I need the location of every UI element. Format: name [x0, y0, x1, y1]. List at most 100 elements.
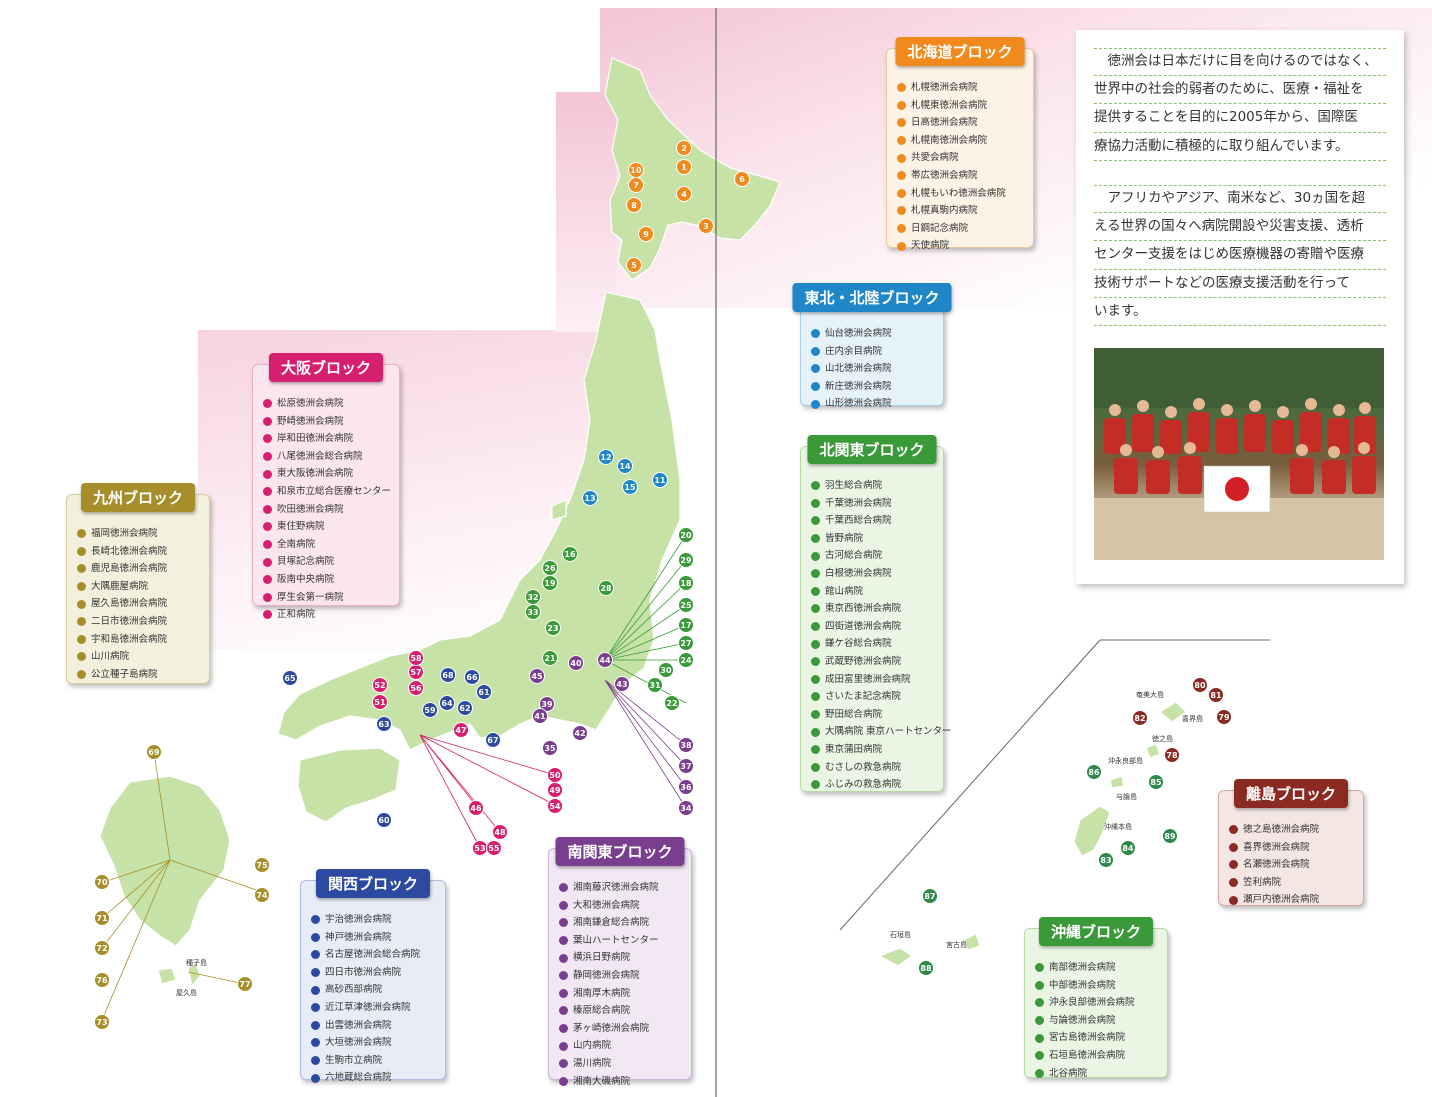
- map-marker-30: 30: [658, 662, 674, 678]
- number-marker-icon: [897, 241, 906, 251]
- map-marker-59: 59: [422, 702, 438, 718]
- number-marker-icon: [311, 1056, 320, 1066]
- map-marker-number: 53: [474, 844, 485, 853]
- hospital-list-item: 吹田徳洲会病院: [263, 501, 389, 519]
- map-marker-number: 12: [600, 453, 611, 462]
- hospital-list-item: 二日市徳洲会病院: [77, 613, 199, 631]
- map-marker-number: 83: [1100, 856, 1111, 865]
- number-marker-icon: [559, 936, 568, 946]
- hospital-name: 厚生会第一病院: [277, 591, 344, 603]
- map-marker-6: 6: [734, 171, 750, 187]
- hospital-name: ふじみの救急病院: [825, 779, 902, 791]
- hospital-name: 四街道徳洲会病院: [825, 620, 902, 632]
- map-marker-number: 70: [96, 878, 108, 887]
- map-marker-number: 34: [680, 804, 692, 813]
- leader-line-kyushu: [101, 751, 263, 1021]
- map-marker-10: 10: [628, 162, 644, 178]
- map-marker-number: 5: [631, 261, 637, 270]
- map-marker-number: 10: [630, 166, 642, 175]
- number-marker-icon: [263, 452, 272, 462]
- hospital-name: 札幌もいわ徳洲会病院: [911, 187, 1006, 199]
- number-marker-icon: [77, 529, 86, 539]
- map-marker-number: 71: [96, 914, 108, 923]
- label-miyako: 宮古島: [946, 941, 967, 949]
- hospital-list-item: 新庄徳洲会病院: [811, 378, 933, 396]
- map-marker-77: 77: [237, 976, 253, 992]
- map-marker-circle: [626, 197, 642, 213]
- map-marker-21: 21: [542, 650, 558, 666]
- hospital-name: 松原徳洲会病院: [277, 398, 344, 409]
- hospital-name: 瀬戸内徳洲会病院: [1243, 894, 1320, 906]
- block-osaka: 大阪ブロック 松原徳洲会病院野崎徳洲会病院岸和田徳洲会病院八尾徳洲会総合病院東大…: [252, 353, 400, 620]
- hospital-name: 公立種子島病院: [91, 668, 158, 680]
- map-marker-54: 54: [547, 798, 563, 814]
- map-marker-45: 45: [529, 668, 545, 684]
- map-marker-number: 63: [378, 720, 389, 729]
- hospital-list-item: 喜界徳洲会病院: [1229, 839, 1353, 857]
- map-marker-circle: [597, 652, 613, 668]
- map-marker-number: 85: [1150, 778, 1162, 787]
- map-marker-75: 75: [254, 857, 270, 873]
- number-marker-icon: [897, 100, 906, 110]
- map-marker-31: 31: [647, 677, 663, 693]
- hospital-list-item: 長崎北徳洲会病院: [77, 543, 199, 561]
- map-marker-85: 85: [1148, 774, 1164, 790]
- number-marker-icon: [1229, 842, 1238, 852]
- map-marker-number: 20: [680, 531, 692, 540]
- map-marker-40: 40: [568, 655, 584, 671]
- map-marker-number: 61: [478, 688, 490, 697]
- intro-panel: 徳洲会は日本だけに目を向けるのではなく、世界中の社会的弱者のために、医療・福祉を…: [1076, 30, 1404, 584]
- map-marker-number: 59: [424, 706, 436, 715]
- hospital-list-item: 榛原総合病院: [559, 1002, 681, 1020]
- map-marker-circle: [539, 696, 555, 712]
- hospital-name: 福岡徳洲会病院: [91, 528, 158, 539]
- block-kyushu-title: 九州ブロック: [80, 483, 196, 512]
- map-marker-47: 47: [453, 722, 469, 738]
- map-marker-number: 80: [1194, 681, 1206, 690]
- map-marker-number: 44: [599, 656, 611, 665]
- map-marker-number: 62: [459, 704, 470, 713]
- hospital-name: 中部徳洲会病院: [1049, 979, 1116, 991]
- map-marker-74: 74: [254, 887, 270, 903]
- block-kansai-list: 宇治徳洲会病院神戸徳洲会病院名古屋徳洲会総合病院四日市徳洲会病院高砂西部病院近江…: [311, 911, 435, 1087]
- number-marker-icon: [263, 504, 272, 514]
- leader-line-kanto: [604, 534, 687, 704]
- hospital-list-item: 東京蒲田病院: [811, 741, 933, 759]
- number-marker-icon: [897, 83, 906, 93]
- map-marker-57: 57: [408, 664, 424, 680]
- number-marker-icon: [559, 1059, 568, 1069]
- number-marker-icon: [1229, 825, 1238, 835]
- map-marker-80: 80: [1192, 677, 1208, 693]
- hospital-name: 正和病院: [277, 609, 316, 621]
- map-marker-circle: [617, 458, 633, 474]
- hospital-list-item: 沖永良部徳洲会病院: [1035, 994, 1157, 1012]
- honshu-landmass: [277, 291, 681, 751]
- map-marker-1: 1: [676, 159, 692, 175]
- map-marker-58: 58: [408, 650, 424, 666]
- number-marker-icon: [77, 582, 86, 592]
- map-marker-29: 29: [678, 552, 694, 568]
- hospital-list-item: 大垣徳洲会病院: [311, 1034, 435, 1052]
- hospital-name: 札幌徳洲会病院: [911, 82, 978, 93]
- hospital-list-item: 武蔵野徳洲会病院: [811, 653, 933, 671]
- map-marker-number: 14: [619, 462, 631, 471]
- map-marker-49: 49: [547, 782, 563, 798]
- map-marker-circle: [647, 677, 663, 693]
- number-marker-icon: [811, 551, 820, 561]
- block-kitakanto: 北関東ブロック 羽生総合病院千葉徳洲会病院千葉西総合病院皆野病院古河総合病院白根…: [800, 435, 952, 792]
- hospital-name: 六地蔵総合病院: [325, 1072, 392, 1084]
- number-marker-icon: [811, 727, 820, 737]
- map-marker-17: 17: [678, 617, 694, 633]
- number-marker-icon: [263, 487, 272, 497]
- map-marker-number: 40: [570, 659, 582, 668]
- hospital-list-item: 日高徳洲会病院: [897, 114, 1023, 132]
- map-marker-82: 82: [1132, 710, 1148, 726]
- hospital-name: 石垣島徳洲会病院: [1049, 1049, 1126, 1061]
- hospital-name: 貝塚記念病院: [277, 556, 335, 568]
- hospital-name: 鹿児島徳洲会病院: [91, 563, 168, 575]
- hospital-name: 野崎徳洲会病院: [277, 415, 344, 427]
- intro-rule-middle: [1094, 185, 1386, 186]
- label-yoron: 与論島: [1116, 793, 1137, 801]
- intro-line: 徳洲会は日本だけに目を向けるのではなく、: [1094, 48, 1386, 77]
- hospital-list-item: 湘南藤沢徳洲会病院: [559, 879, 681, 897]
